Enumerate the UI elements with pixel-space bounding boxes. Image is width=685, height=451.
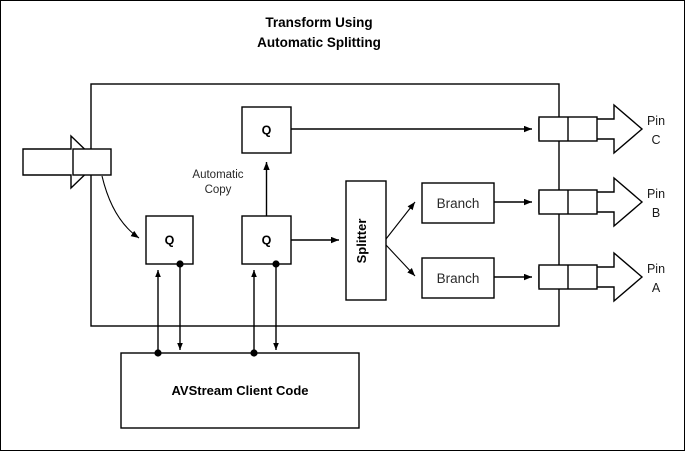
queue-box-left — [145, 215, 194, 265]
client-to-queue-left-origin-dot — [154, 349, 162, 357]
output-pin-c-group: Pin C — [538, 103, 665, 155]
output-pin-a-label-line2: A — [652, 281, 661, 295]
queue-box-middle — [241, 215, 292, 265]
diagram-title-line2: Automatic Splitting — [257, 35, 381, 50]
splitter-to-branch-top-connector — [385, 201, 416, 240]
automatic-copy-note-line2: Copy — [205, 184, 232, 196]
queue-box-copy — [241, 106, 292, 154]
output-pin-b-label-line1: Pin — [647, 187, 665, 201]
splitter-to-branch-bottom-connector — [385, 244, 416, 277]
output-pin-c-label-line2: C — [651, 133, 660, 147]
output-pin-c-label-line1: Pin — [647, 114, 665, 128]
automatic-copy-note-line1: Automatic — [192, 169, 243, 181]
queue-box-middle-label: Q — [262, 234, 272, 248]
output-pin-a-label-line1: Pin — [647, 262, 665, 276]
client-code-box — [120, 352, 360, 429]
output-pin-a-group: Pin A — [538, 251, 665, 303]
queue-middle-to-client-origin-dot — [272, 260, 280, 268]
splitter-box-label: Splitter — [354, 219, 369, 264]
input-to-queue-connector — [101, 175, 140, 239]
splitter-box — [345, 180, 387, 301]
queue-box-copy-label: Q — [262, 124, 272, 138]
input-pin-box — [72, 148, 112, 176]
client-to-queue-middle-origin-dot — [250, 349, 258, 357]
branch-box-top — [421, 182, 495, 224]
branch-box-bottom-label: Branch — [437, 271, 480, 286]
output-pin-b-group: Pin B — [538, 176, 665, 228]
branch-box-bottom — [421, 257, 495, 299]
queue-left-to-client-origin-dot — [176, 260, 184, 268]
queue-box-left-label: Q — [165, 234, 175, 248]
output-pin-b-label-line2: B — [652, 206, 660, 220]
branch-box-top-label: Branch — [437, 196, 480, 211]
diagram-title-line1: Transform Using — [265, 15, 372, 30]
client-code-box-label: AVStream Client Code — [171, 383, 308, 398]
